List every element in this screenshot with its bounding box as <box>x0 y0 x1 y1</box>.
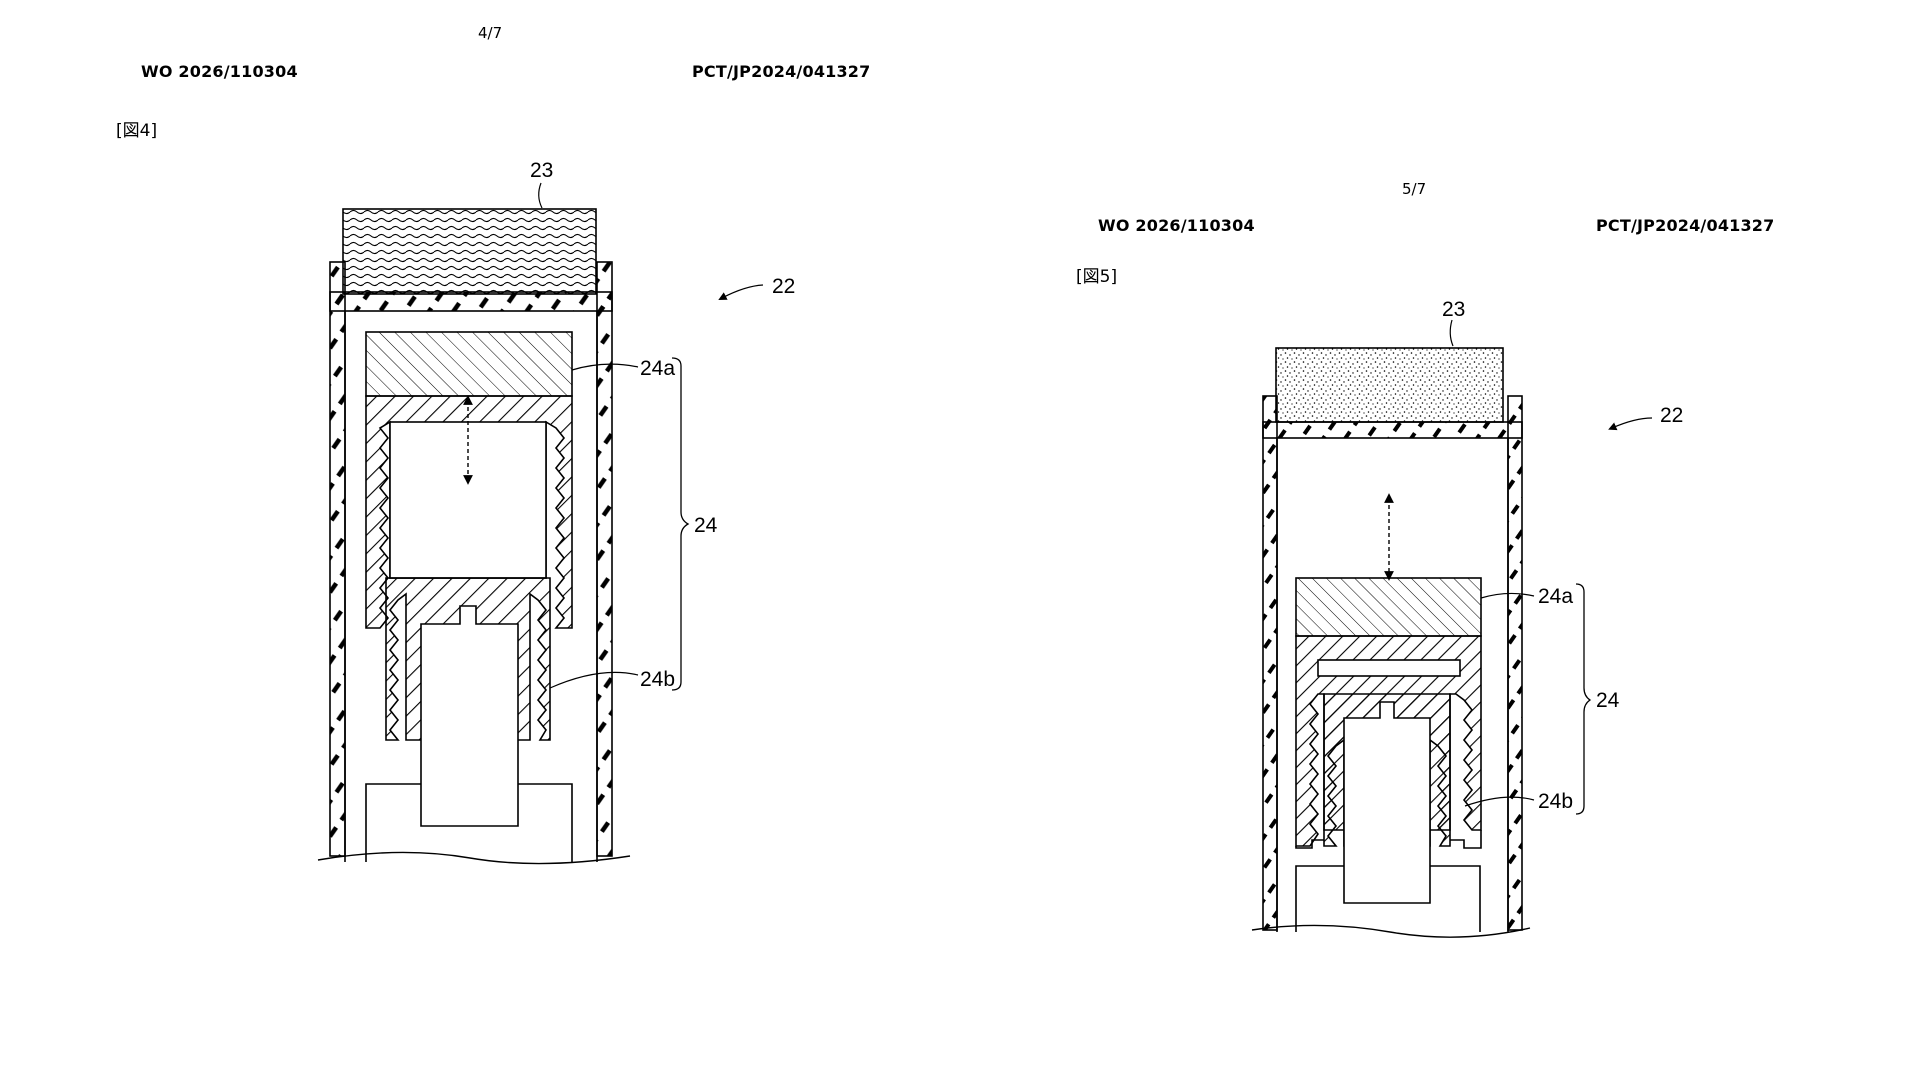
leader-24b <box>1464 796 1535 807</box>
inner-chamber <box>1276 438 1509 932</box>
cut-line <box>317 851 631 865</box>
application-number: PCT/JP2024/041327 <box>1596 216 1775 235</box>
figure-4-drawing: 23 22 24a 24 24b <box>317 159 795 865</box>
label-24a: 24a <box>640 357 675 380</box>
label-24: 24 <box>1596 689 1620 712</box>
leader-22 <box>718 284 764 300</box>
label-22: 22 <box>772 275 795 298</box>
part-24a <box>365 331 573 397</box>
label-24a: 24a <box>1538 585 1573 608</box>
patent-page-5: 5/7 WO 2026/110304 PCT/JP2024/041327 [図5… <box>960 0 1920 1080</box>
inner-chamber <box>344 311 598 862</box>
page-number: 5/7 <box>1402 180 1427 198</box>
publication-number: WO 2026/110304 <box>141 62 298 81</box>
leader-24b <box>549 671 639 689</box>
housing-foot <box>1295 830 1482 849</box>
tube-top-wall <box>1262 421 1523 439</box>
label-24b: 24b <box>640 668 675 691</box>
label-23: 23 <box>530 159 553 182</box>
figure-label: [図5] <box>1076 267 1118 287</box>
core-cell <box>1343 701 1431 904</box>
patent-page-4: 4/7 WO 2026/110304 PCT/JP2024/041327 [図4… <box>116 24 871 865</box>
tube-wall-left <box>329 261 346 857</box>
label-24b: 24b <box>1538 790 1573 813</box>
label-24: 24 <box>694 514 718 537</box>
cut-line <box>1251 924 1531 938</box>
cap-element <box>1275 347 1504 423</box>
tube-wall-right <box>596 261 613 857</box>
core-cell <box>420 605 519 827</box>
label-22: 22 <box>1660 404 1683 427</box>
tube-top-wall <box>329 291 613 312</box>
application-number: PCT/JP2024/041327 <box>692 62 871 81</box>
tube-wall-right <box>1507 395 1523 931</box>
figure-label: [図4] <box>116 121 158 141</box>
page-number: 4/7 <box>478 24 503 42</box>
leader-22 <box>1608 417 1653 431</box>
leader-23 <box>1449 319 1454 347</box>
brace-24 <box>671 357 690 691</box>
leader-24a <box>1480 592 1535 599</box>
leader-24a <box>571 363 639 371</box>
tube-wall-left <box>1262 395 1278 931</box>
publication-number: WO 2026/110304 <box>1098 216 1255 235</box>
figure-5-drawing: 23 22 24a 24 24b <box>1251 298 1683 938</box>
label-23: 23 <box>1442 298 1465 321</box>
leader-23 <box>538 182 543 209</box>
inner-slot <box>1317 659 1461 677</box>
cap-element <box>342 208 597 295</box>
part-24a <box>1295 577 1482 637</box>
brace-24 <box>1575 583 1592 815</box>
